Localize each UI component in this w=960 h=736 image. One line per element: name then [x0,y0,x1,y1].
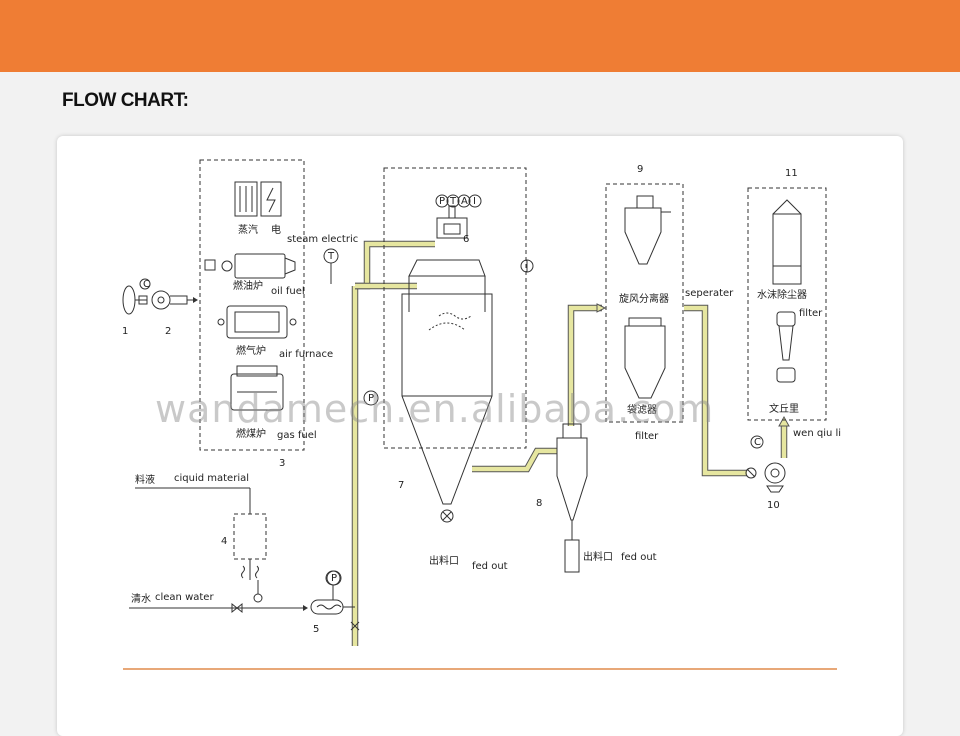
diagram-label: 6 [463,234,469,245]
diagram-label: 8 [536,498,542,509]
diagram-label: oil fuel [271,286,305,297]
diagram-label: 燃煤炉 [236,427,266,440]
heat-source-group [199,159,305,451]
diagram-label: seperater [685,288,734,299]
blower-fan [151,290,198,310]
diagram-label: P [331,573,337,584]
diagram-label: 出料口 [429,554,459,567]
diagram-label: 袋滤器 [627,403,657,416]
diagram-label: 9 [637,164,643,175]
diagram-label: 清水 [131,592,151,605]
venturi [776,311,796,383]
scrubber-group [747,187,827,421]
diagram-label: T [449,196,457,207]
diagram-label: steam electric [287,234,358,245]
diagram-label: filter [635,431,659,442]
diagram-label: 水沫除尘器 [757,288,807,301]
spray-drying-tower [401,205,493,523]
diagram-label: 10 [767,500,780,511]
oil-furnace [204,253,296,279]
diagram-label: 1 [122,326,128,337]
diagram-card: C [57,136,903,736]
flow-chart-diagram: C [122,159,841,670]
water-scrubber [772,199,802,285]
diagram-label: 11 [785,168,798,179]
diagram-label: 7 [398,480,404,491]
separator-group [605,183,684,423]
diagram-label: 蒸汽 [238,223,258,236]
diagram-label: 3 [279,458,285,469]
pressure-gauge-tower: P [363,259,534,406]
diagram-label: clean water [155,592,214,603]
diagram-label: filter [799,308,823,319]
diagram-label: I [473,196,476,207]
bag-filter [624,317,666,399]
diagram-label: wen qiu li [793,428,841,439]
top-banner [0,0,960,72]
steam-electric-heater [234,181,282,217]
diagram-label: 5 [313,624,319,635]
diagram-label: gas fuel [277,430,317,441]
diagram-label: 燃油炉 [233,279,263,292]
diagram-label: air furnace [279,349,333,360]
pressure-gauge-feed: P [326,570,342,586]
air-inlet-filter: C [122,278,151,315]
diagram-label: P [439,196,445,207]
diagram-label: 文丘里 [769,402,799,415]
ptai-instruments: P T A I [435,194,482,208]
exhaust-fan: C [745,435,786,493]
feed-line [129,487,308,614]
diagram-label: C [754,437,761,448]
cyclone-8 [556,423,588,573]
diagram-label: 料液 [135,473,155,486]
gas-furnace [217,305,297,339]
liquid-tank [233,513,267,560]
diagram-label: fed out [621,552,657,563]
temperature-gauge: T [323,248,339,284]
cyclone-separator [624,195,671,265]
diagram-label: A [461,196,468,207]
drying-tower-group [383,167,527,449]
diagram-label: P [368,393,374,404]
diagram-label: T [327,251,335,262]
diagram-label: ciquid material [174,473,249,484]
diagram-label: 燃气炉 [236,344,266,357]
air-pipes [351,240,790,646]
coal-furnace [230,365,284,411]
diagram-label: fed out [472,561,508,572]
page-title: FLOW CHART: [62,90,189,111]
diagram-label: 4 [221,536,227,547]
diagram-label: 2 [165,326,171,337]
diagram-label: C [143,279,150,290]
watermark: wandamech.en.alibaba.com [155,387,714,431]
diagram-label: 旋风分离器 [619,292,669,305]
diagram-label: 出料口 [583,550,613,563]
diagram-label: 电 [271,223,281,236]
